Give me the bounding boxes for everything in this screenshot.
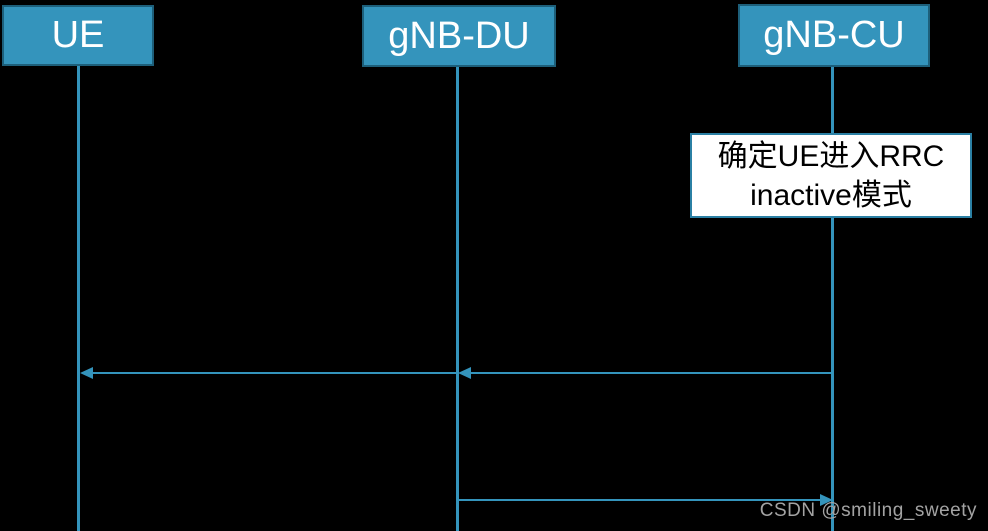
arrowhead-left-icon [458, 367, 471, 379]
lifeline-gnb-cu [831, 67, 834, 531]
actor-label-gnb-cu: gNB-CU [763, 14, 905, 56]
arrowhead-left-icon [80, 367, 93, 379]
arrowhead-right-icon [820, 494, 833, 506]
lifeline-gnb-du [456, 67, 459, 531]
note-rrc-inactive: 确定UE进入RRC inactive模式 [690, 133, 972, 218]
actor-box-gnb-cu: gNB-CU [738, 4, 930, 67]
lifeline-ue [77, 66, 80, 531]
message-line-cu-to-du [470, 372, 832, 374]
note-line-1: 确定UE进入RRC [717, 140, 945, 173]
message-line-du-to-ue [92, 372, 457, 374]
message-line-du-to-cu [457, 499, 821, 501]
note-line-2: inactive模式 [750, 179, 912, 212]
actor-box-ue: UE [2, 5, 154, 66]
watermark: CSDN @smiling_sweety [759, 500, 977, 521]
actor-label-gnb-du: gNB-DU [388, 15, 530, 57]
actor-box-gnb-du: gNB-DU [362, 5, 556, 67]
actor-label-ue: UE [51, 14, 105, 56]
